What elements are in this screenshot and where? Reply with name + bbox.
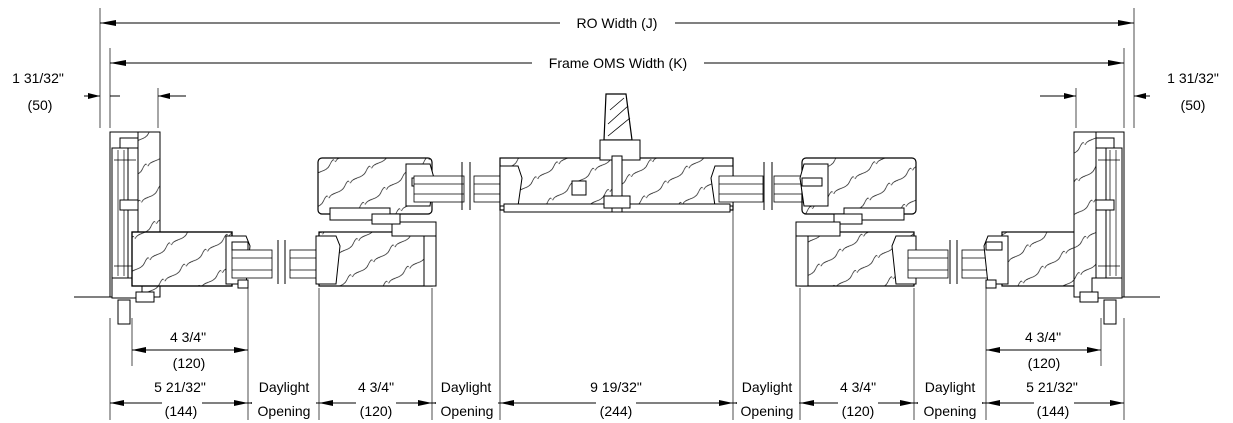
right-frame-jamb	[1073, 131, 1160, 325]
dim-daylight-4-line2: Opening	[924, 403, 977, 419]
right-fixed-lite-lower	[795, 221, 917, 287]
dim-right-sash-line1: 4 3/4"	[840, 379, 876, 395]
dim-left-sash-line2: (120)	[360, 403, 393, 419]
left-offset-imperial: 1 31/32"	[12, 70, 64, 86]
left-upper-sash	[317, 157, 435, 225]
right-sash-inner-imperial: 4 3/4"	[1025, 329, 1061, 345]
dim-center-mullion-line2: (244)	[600, 403, 633, 419]
dim-daylight-3-line1: Daylight	[742, 379, 793, 395]
dim-right-sash-line2: (120)	[842, 403, 875, 419]
dim-center-mullion-line1: 9 19/32"	[590, 379, 642, 395]
right-offset-dimension: 1 31/32" (50)	[1040, 70, 1219, 113]
extension-lines	[99, 8, 1135, 420]
dim-daylight-4-line1: Daylight	[925, 379, 976, 395]
frame-oms-width-dimension: Frame OMS Width (K)	[110, 55, 1124, 71]
center-mullion	[499, 93, 734, 213]
left-upper-glazing	[413, 162, 515, 210]
right-upper-sash	[799, 157, 917, 225]
left-frame-jamb	[74, 131, 161, 325]
left-fixed-lite-lower	[315, 221, 437, 287]
bottom-dimension-row: 5 21/32" (144) Daylight Opening 4 3/4" (…	[110, 379, 1124, 419]
right-offset-metric: (50)	[1181, 97, 1206, 113]
left-offset-dimension: 1 31/32" (50)	[12, 70, 186, 113]
dim-daylight-3-line2: Opening	[741, 403, 794, 419]
dim-left-sash-line1: 4 3/4"	[358, 379, 394, 395]
dim-left-frame-line2: (144)	[165, 403, 198, 419]
left-sash-inner-metric: (120)	[173, 355, 206, 371]
ro-width-dimension: RO Width (J)	[100, 15, 1134, 31]
dim-left-frame-line1: 5 21/32"	[154, 379, 206, 395]
dim-right-frame-line1: 5 21/32"	[1026, 379, 1078, 395]
right-sash-inner-metric: (120)	[1028, 355, 1061, 371]
ro-width-label: RO Width (J)	[577, 15, 658, 31]
right-offset-imperial: 1 31/32"	[1167, 70, 1219, 86]
left-sash-inner-imperial: 4 3/4"	[170, 329, 206, 345]
left-offset-metric: (50)	[28, 97, 53, 113]
dim-daylight-1-line1: Daylight	[259, 379, 310, 395]
left-sash-inner-dimension: 4 3/4" (120)	[132, 329, 248, 371]
right-sash-inner-dimension: 4 3/4" (120)	[986, 329, 1101, 371]
frame-oms-width-label: Frame OMS Width (K)	[549, 55, 687, 71]
dim-daylight-2-line1: Daylight	[441, 379, 492, 395]
dim-right-frame-line2: (144)	[1037, 403, 1070, 419]
dim-daylight-1-line2: Opening	[258, 403, 311, 419]
dim-daylight-2-line2: Opening	[441, 403, 494, 419]
